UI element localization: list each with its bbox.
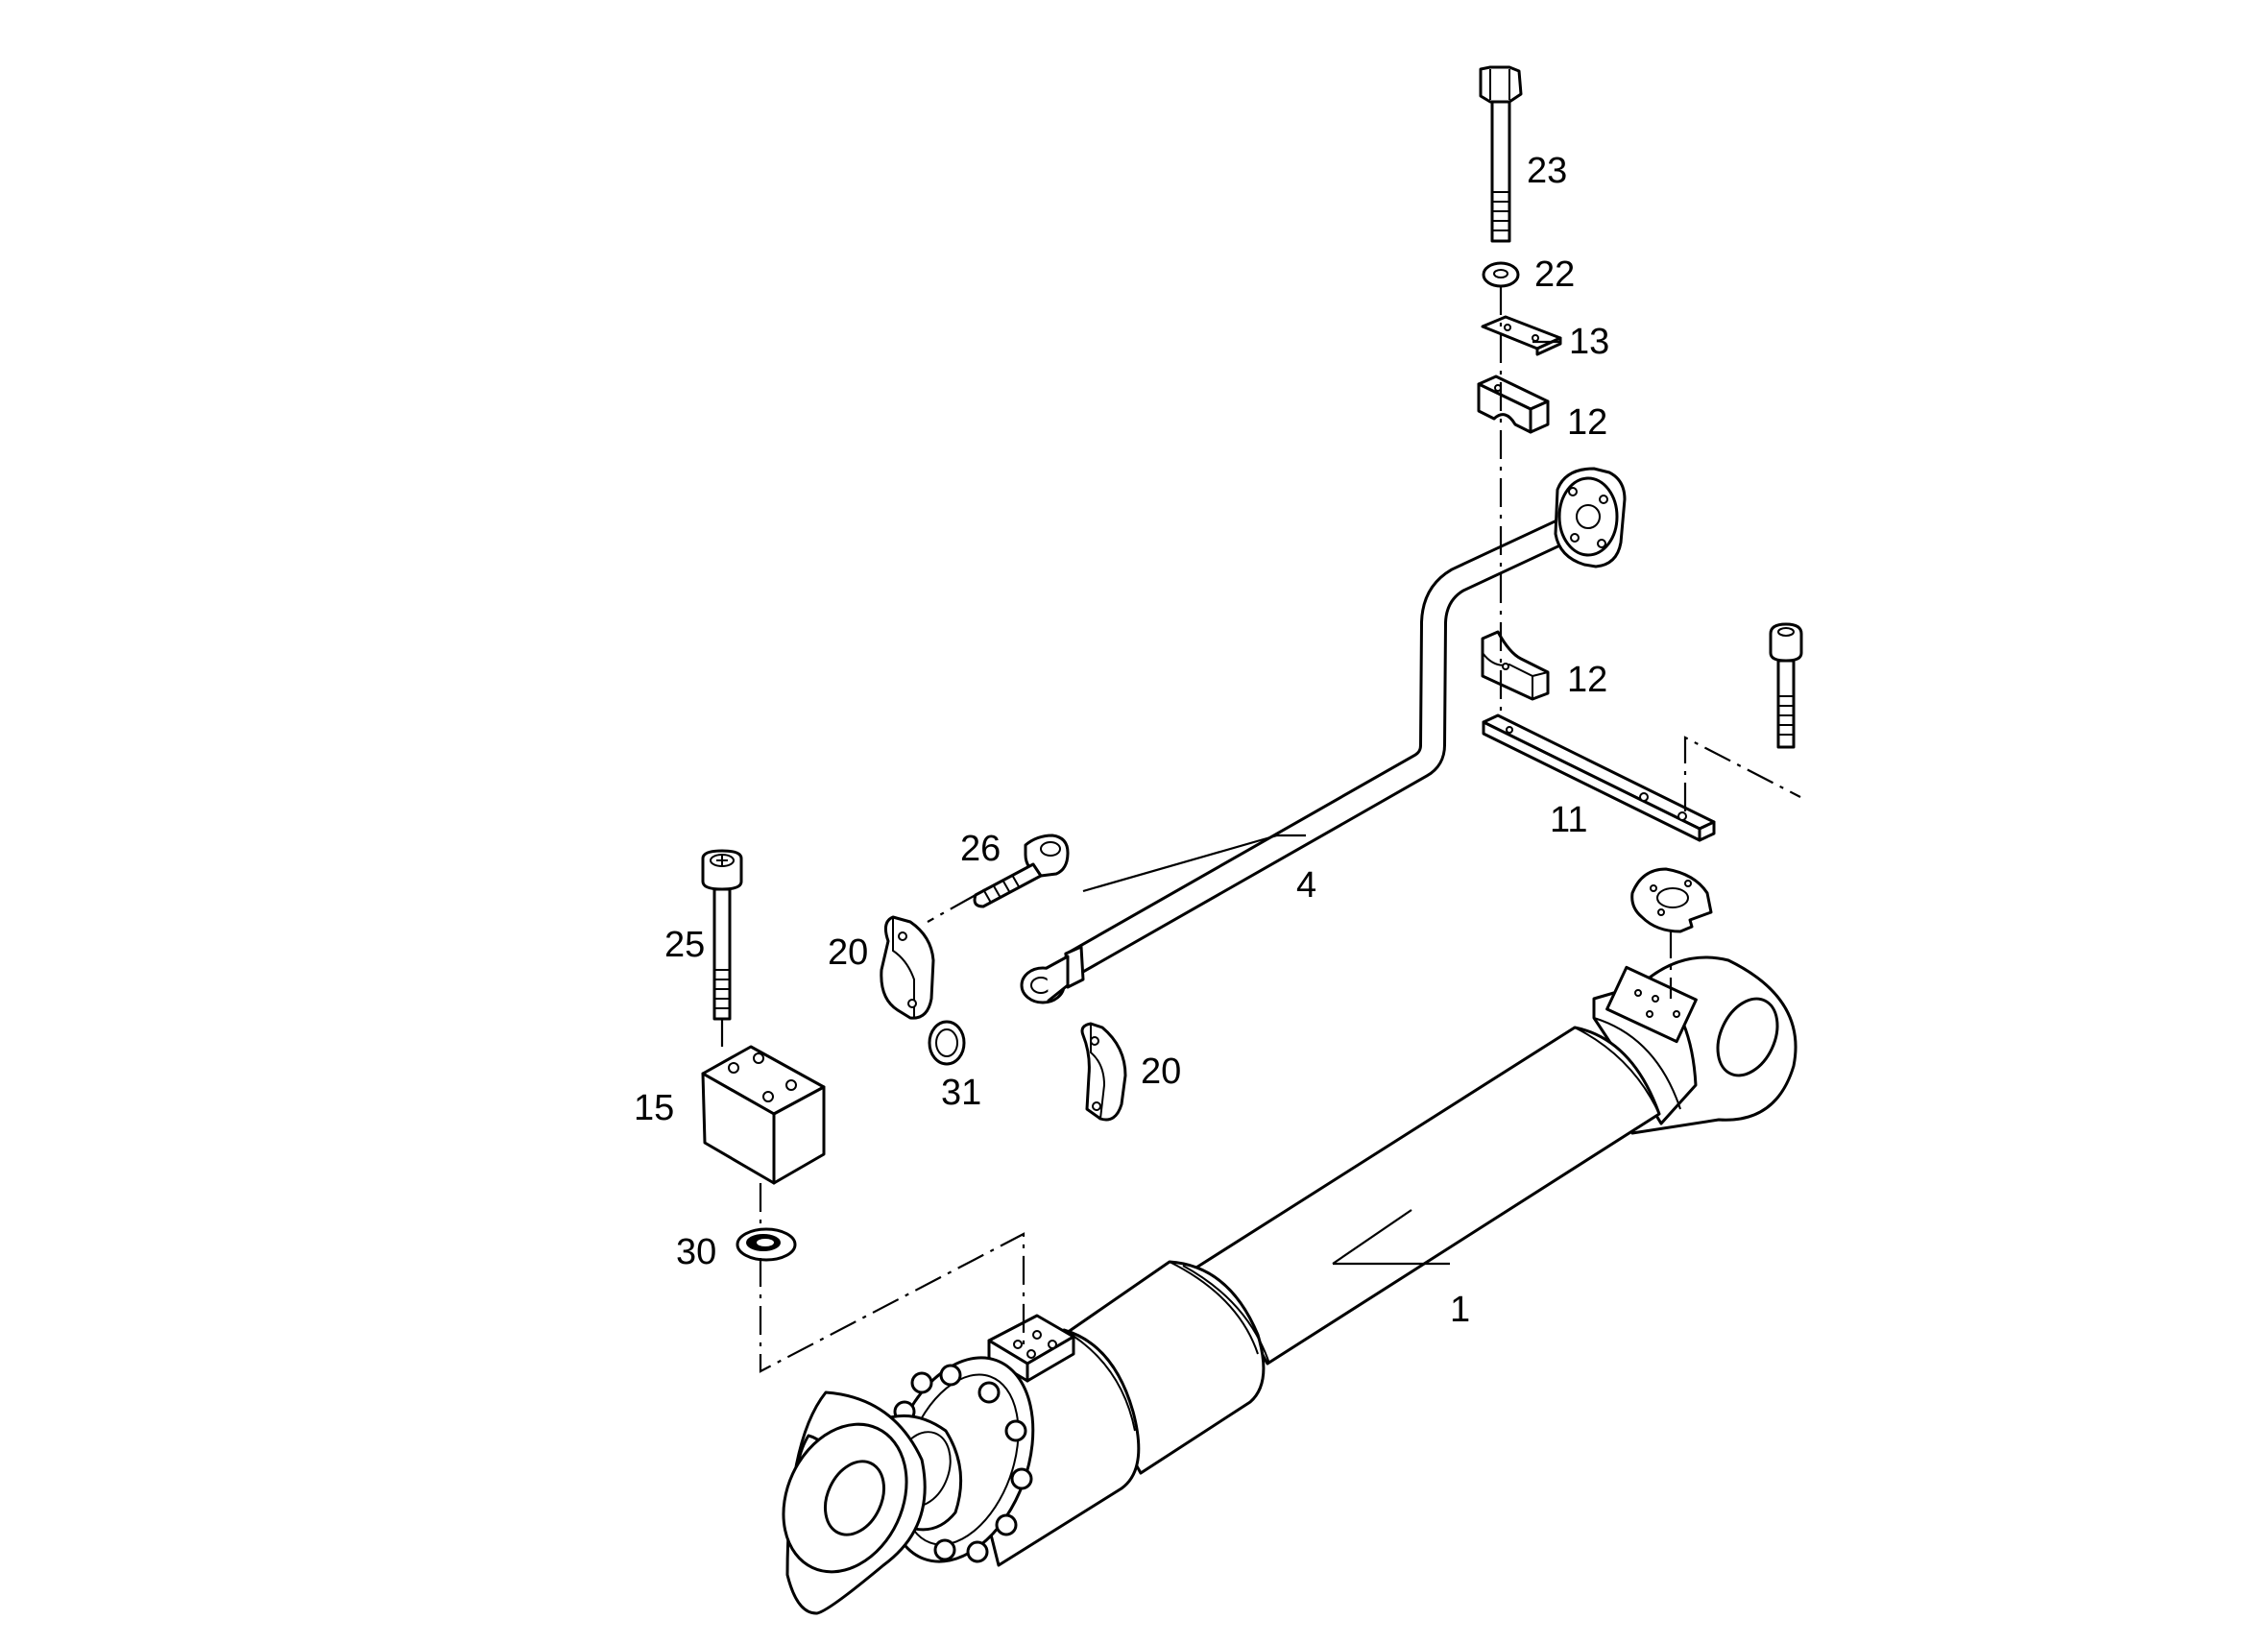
clamp-half-12-upper [1477,375,1550,434]
split-flange-20-lower [1080,1022,1127,1122]
callout-20-lower: 20 [1141,1052,1181,1092]
clamp-half-12-lower [1481,630,1550,701]
assembly-lines [720,286,1801,1373]
o-ring-31 [928,1020,966,1066]
callout-11: 11 [1550,800,1587,840]
callout-22: 22 [1534,254,1575,295]
plate-13 [1481,315,1562,356]
cap-screw-right [1769,622,1803,749]
callout-15: 15 [634,1088,674,1128]
screw-26 [973,834,1070,908]
split-flange-20-upper [880,915,935,1020]
callout-26: 26 [960,829,1001,869]
seal-ring-30 [736,1227,797,1262]
hydraulic-tube-4 [1020,467,1627,1004]
callout-30: 30 [676,1232,716,1272]
callout-20-upper: 20 [828,932,868,973]
callout-25: 25 [664,925,705,965]
screw-25 [701,849,743,1021]
strap-plate-11 [1482,713,1716,842]
callout-labels: 23 22 13 12 12 11 4 26 20 20 31 25 15 30… [634,151,1609,1330]
bolt-23 [1479,65,1523,243]
callout-12-upper: 12 [1567,402,1607,443]
split-flange-right [1630,867,1713,933]
callout-pointers [1082,340,1560,1266]
callout-1: 1 [1450,1290,1470,1330]
callout-23: 23 [1527,151,1567,191]
hydraulic-cylinder-1 [782,955,1798,1615]
washer-22 [1482,261,1520,288]
valve-block-15 [701,1045,826,1185]
callout-12-lower: 12 [1567,660,1607,700]
callout-4: 4 [1296,865,1316,906]
callout-31: 31 [941,1073,981,1113]
callout-13: 13 [1569,322,1609,362]
